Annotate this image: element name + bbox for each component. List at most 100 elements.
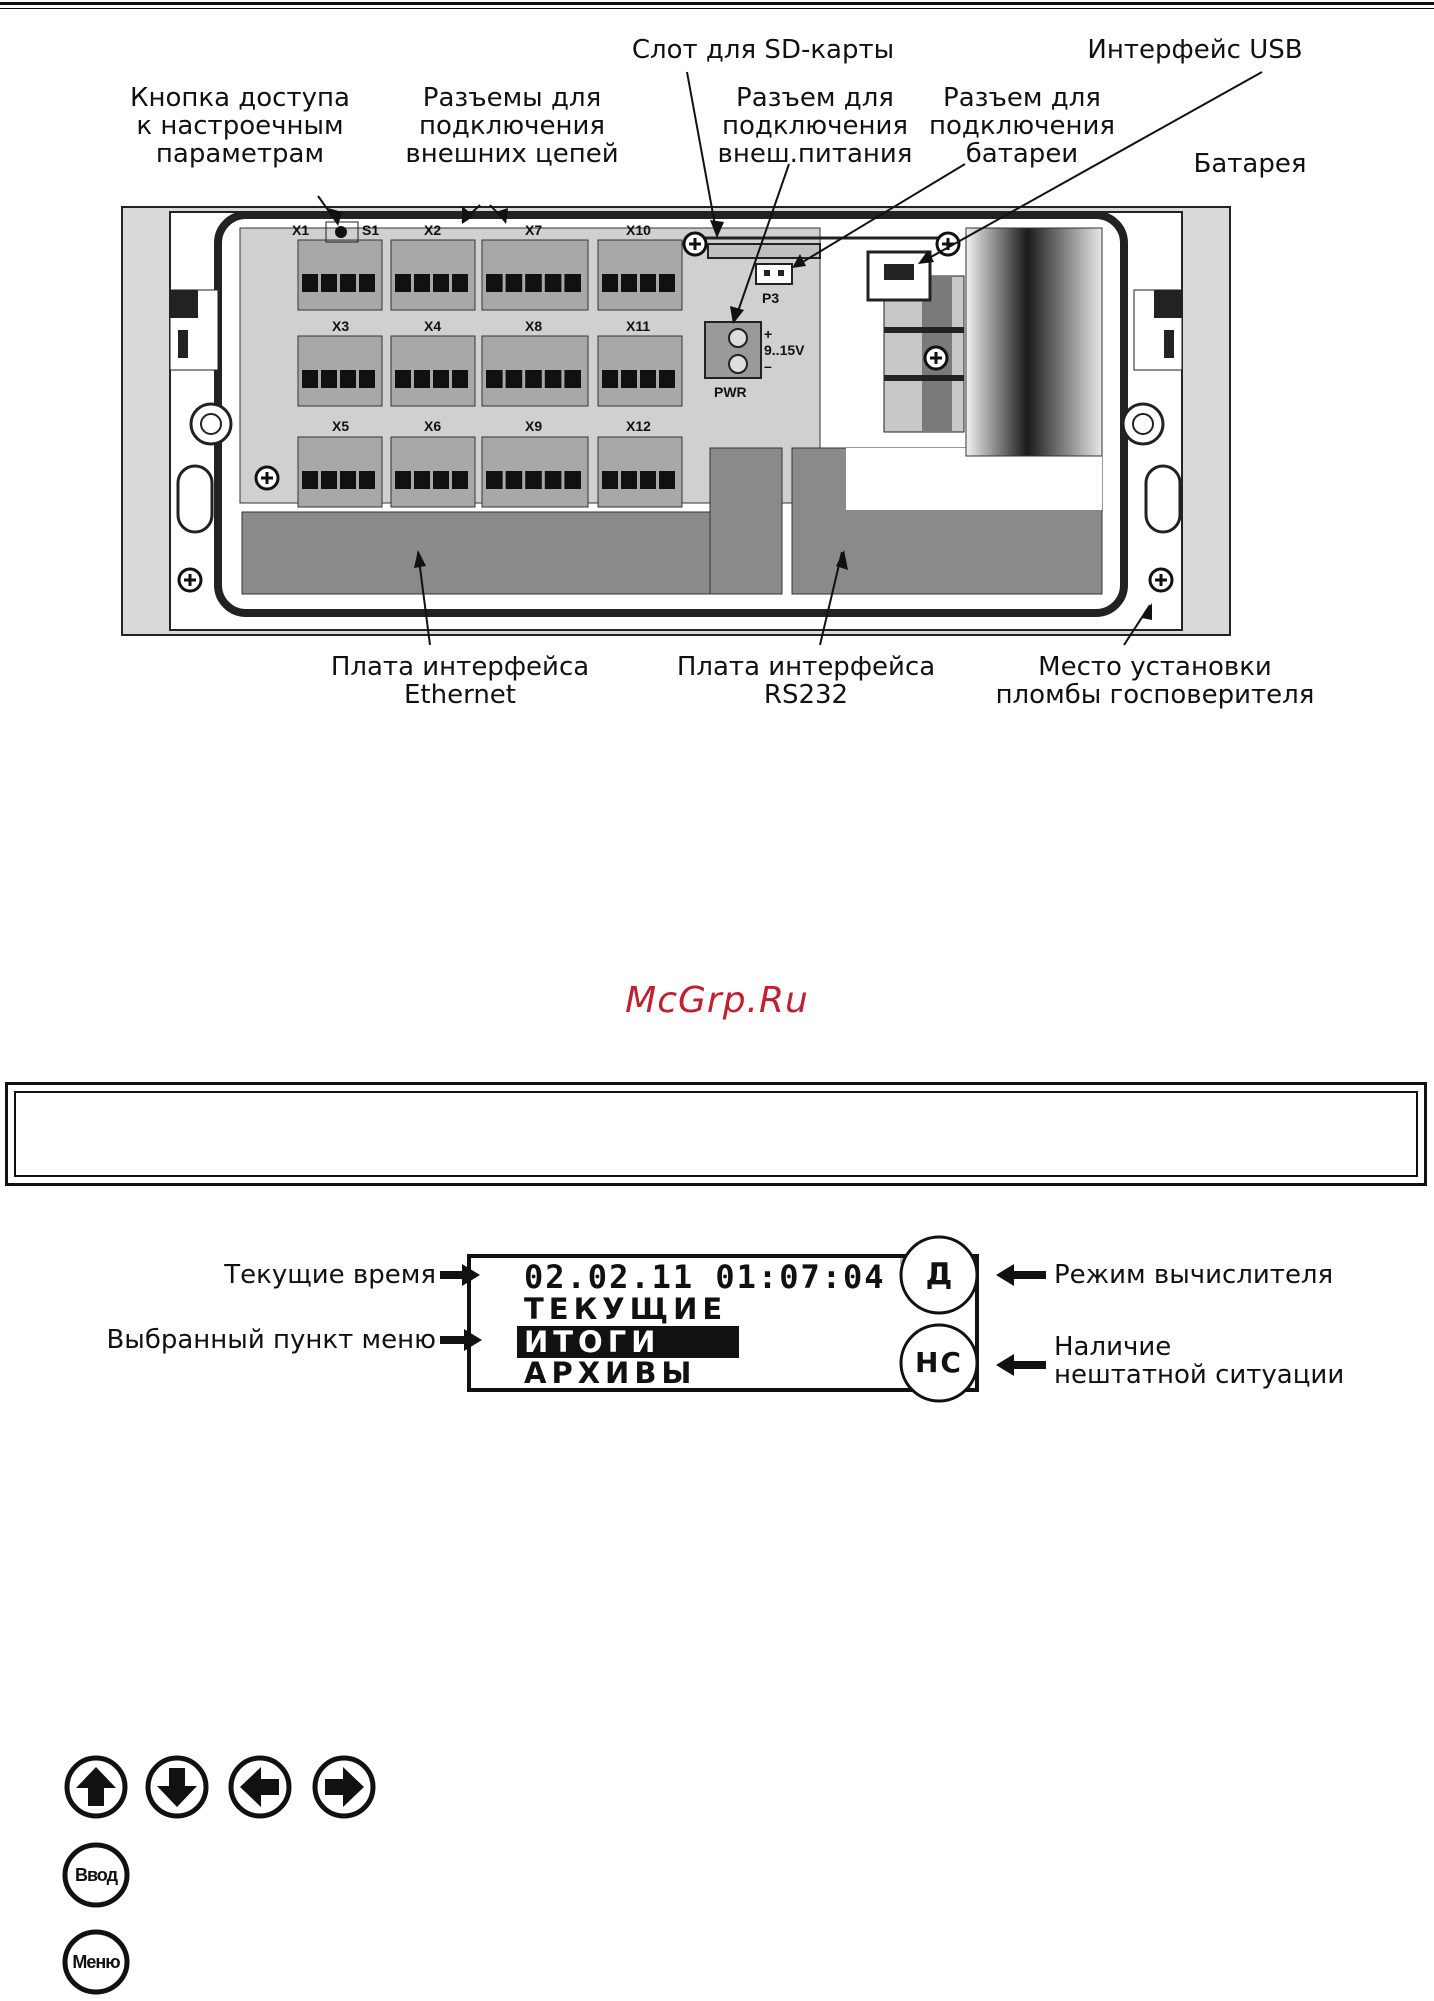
terminal-pin bbox=[486, 471, 503, 489]
terminal-pin bbox=[544, 274, 562, 292]
hole-left bbox=[189, 402, 233, 446]
terminal-pin bbox=[486, 274, 503, 292]
screw-slot bbox=[930, 352, 942, 364]
lcd-datetime: 02.02.11 01:07:04 bbox=[524, 1258, 886, 1296]
label-ethernet-board: Плата интерфейса Ethernet bbox=[330, 652, 590, 710]
label-settings-button: Кнопка доступа к настроечным параметрам bbox=[130, 83, 350, 169]
label-emergency: Наличие нештатной ситуации bbox=[1054, 1332, 1345, 1390]
mark-x1: X1 bbox=[292, 222, 310, 238]
mark-x6: X6 bbox=[424, 418, 442, 434]
mark-x2: X2 bbox=[424, 222, 442, 238]
terminal-pin bbox=[433, 274, 449, 292]
lcd-menu-totals-selected: ИТОГИ bbox=[524, 1325, 661, 1359]
arrow-left-icon bbox=[240, 1767, 279, 1807]
terminal-pin bbox=[302, 471, 318, 489]
terminal-pin bbox=[340, 370, 356, 388]
sd-slot bbox=[707, 243, 821, 259]
label-ext-power: Разъем для подключения внеш.питания bbox=[717, 83, 913, 169]
label-battery: Батарея bbox=[1193, 149, 1307, 179]
top-rule bbox=[0, 2, 1434, 5]
terminal-pin bbox=[395, 370, 411, 388]
lcd-mode-badge: Д bbox=[925, 1257, 953, 1292]
terminal-pin bbox=[395, 274, 411, 292]
enter-key-label: Ввод bbox=[74, 1865, 118, 1885]
label-selected-item: Выбранный пункт меню bbox=[106, 1325, 436, 1355]
section-frame-inner bbox=[14, 1091, 1418, 1177]
p3-connector bbox=[755, 263, 793, 285]
terminal-pin bbox=[359, 370, 375, 388]
terminal-pin bbox=[452, 274, 468, 292]
lower-left-board bbox=[241, 511, 783, 595]
lcd-menu-current: ТЕКУЩИЕ bbox=[524, 1292, 728, 1326]
mark-x10: X10 bbox=[626, 222, 651, 238]
terminal-pin bbox=[525, 274, 542, 292]
label-seal-place: Место установки пломбы госповерителя bbox=[995, 652, 1315, 710]
terminal-pin bbox=[321, 471, 337, 489]
top-rule-thin bbox=[0, 8, 1434, 9]
screw-slot bbox=[1155, 574, 1167, 586]
mark-pwr: PWR bbox=[714, 384, 747, 400]
mark-x4: X4 bbox=[424, 318, 442, 334]
terminal-pin bbox=[621, 274, 637, 292]
screws bbox=[177, 231, 1174, 593]
label-usb: Интерфейс USB bbox=[1087, 35, 1303, 65]
terminal-pin bbox=[302, 274, 318, 292]
mark-x11: X11 bbox=[626, 318, 651, 334]
label-sd-slot: Слот для SD-карты bbox=[631, 35, 895, 65]
terminal-pin bbox=[640, 274, 656, 292]
mark-voltage: 9..15V bbox=[764, 342, 805, 358]
label-battery-conn: Разъем для подключения батареи bbox=[929, 83, 1115, 169]
device-diagram bbox=[121, 71, 1263, 646]
terminal-pin bbox=[621, 471, 637, 489]
mark-s1: S1 bbox=[362, 222, 380, 238]
screw-slot bbox=[689, 238, 701, 250]
label-mode: Режим вычислителя bbox=[1054, 1260, 1334, 1290]
section-frame bbox=[5, 1082, 1427, 1186]
terminal-pin bbox=[395, 471, 411, 489]
terminal-pin bbox=[525, 471, 542, 489]
terminal-pin bbox=[340, 471, 356, 489]
mark-plus: + bbox=[764, 326, 773, 342]
mark-x12: X12 bbox=[626, 418, 651, 434]
mark-x9: X9 bbox=[525, 418, 543, 434]
terminal-pin bbox=[640, 471, 656, 489]
terminal-pin bbox=[452, 471, 468, 489]
terminal-pin bbox=[302, 370, 318, 388]
arrow-right-icon bbox=[325, 1767, 364, 1807]
battery-body bbox=[965, 227, 1103, 457]
terminal-pin bbox=[602, 471, 618, 489]
mark-x3: X3 bbox=[332, 318, 350, 334]
s1-button bbox=[335, 226, 347, 238]
mark-minus: – bbox=[764, 358, 772, 374]
leader-lines bbox=[317, 71, 1263, 646]
arrow-down-icon bbox=[157, 1768, 197, 1807]
terminal-pin bbox=[414, 274, 430, 292]
terminal-pin bbox=[359, 274, 375, 292]
terminal-pin bbox=[564, 370, 581, 388]
terminal-pin bbox=[321, 274, 337, 292]
terminal-pin bbox=[602, 274, 618, 292]
mark-x8: X8 bbox=[525, 318, 543, 334]
terminal-pin bbox=[414, 471, 430, 489]
hole-right bbox=[1121, 402, 1165, 446]
terminal-pin bbox=[544, 471, 562, 489]
mark-x7: X7 bbox=[525, 222, 543, 238]
nav-key-arrows bbox=[76, 1767, 364, 1807]
terminal-pin bbox=[340, 274, 356, 292]
terminal-pin bbox=[659, 471, 675, 489]
arrow-up-icon bbox=[76, 1767, 116, 1806]
label-rs232-board: Плата интерфейса RS232 bbox=[676, 652, 936, 710]
terminal-pin bbox=[486, 370, 503, 388]
terminal-pin bbox=[433, 471, 449, 489]
leader-arrowheads bbox=[328, 206, 1152, 620]
terminal-pin bbox=[359, 471, 375, 489]
ethernet-vertical bbox=[709, 447, 783, 595]
terminal-pin bbox=[544, 370, 562, 388]
terminal-pin bbox=[602, 370, 618, 388]
terminal-pin bbox=[525, 370, 542, 388]
mark-p3: P3 bbox=[762, 290, 780, 306]
lcd-emergency-badge: НС bbox=[915, 1346, 963, 1379]
label-ext-circuits: Разъемы для подключения внешних цепей bbox=[405, 83, 619, 169]
terminal-pin bbox=[564, 274, 581, 292]
lcd-menu-archives: АРХИВЫ bbox=[524, 1356, 697, 1390]
